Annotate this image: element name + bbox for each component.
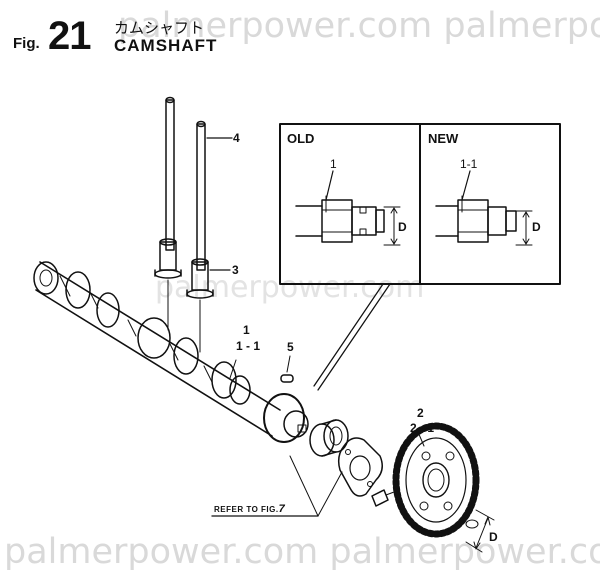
callout-key: 5	[287, 340, 294, 354]
watermark-bottom: palmerpower.com palmerpower.com	[4, 532, 600, 571]
bushing	[309, 419, 349, 457]
camshaft	[33, 261, 309, 443]
fig-prefix: Fig.	[13, 35, 40, 52]
refer-fig-number: 7	[278, 503, 286, 515]
callout-pushrod: 4	[233, 131, 240, 145]
callout-gear: 2	[417, 406, 424, 420]
fig-number: 21	[48, 14, 91, 58]
callout-camshaft: 1	[243, 323, 250, 337]
callout-camshaft-alt: 1 - 1	[236, 339, 261, 353]
refer-leader	[211, 455, 343, 517]
title-japanese: カムシャフト	[114, 19, 205, 37]
new-label: NEW	[428, 131, 459, 146]
old-dimension-label: D	[398, 220, 407, 234]
cam-gear	[392, 422, 495, 553]
watermark-top: palmerpower.com palmerpower.com	[118, 6, 600, 46]
callout-gear-alt: 2 - 1	[410, 421, 435, 435]
thrust-plate	[337, 437, 395, 507]
old-shaft-end	[295, 170, 401, 246]
callout-tappet: 3	[232, 263, 239, 277]
gear-dimension-label: D	[489, 530, 498, 544]
title-english: CAMSHAFT	[114, 36, 218, 55]
old-part-number: 1	[330, 157, 337, 171]
new-part-number: 1-1	[460, 157, 478, 171]
refer-text: REFER TO FIG.	[214, 505, 279, 514]
new-dimension-label: D	[532, 220, 541, 234]
refer-to-fig: REFER TO FIG.7	[214, 503, 285, 515]
new-shaft-end	[435, 170, 533, 246]
detail-box	[279, 123, 561, 391]
push-rods	[165, 96, 233, 271]
old-label: OLD	[287, 131, 315, 146]
tappets	[154, 238, 231, 353]
key	[280, 355, 294, 383]
